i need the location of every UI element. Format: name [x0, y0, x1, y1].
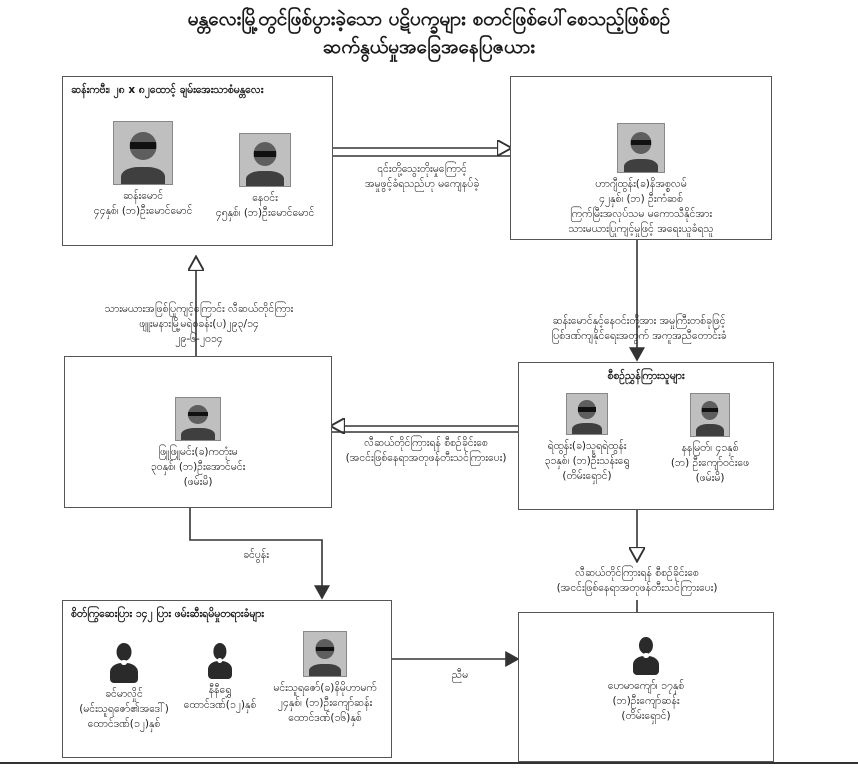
person-hajji-htun: ဟာဂျီထွန်း(ခ)နိအစ္စလမ် ၄၂နှစ်၊ (ဘ) ဦးကံဆ…	[511, 123, 771, 237]
person-ni-ni-shwe: နီနီရွှေ ထောင်ဒဏ်(၁၂)နှစ်	[177, 643, 263, 713]
diagram-title-line1: မန္တလေးမြို့တွင်ဖြစ်ပွားခဲ့သော ပဋိပက္ခမျ…	[187, 8, 671, 30]
person-khin-mar-hlaing: ခင်မာလှိုင် (မင်းသူရဇော်၏အဒေါ်) ထောင်ဒဏ်…	[69, 643, 179, 732]
connector-bottom-label: ညီမ	[451, 669, 469, 681]
person-min-thura-zaw: မင်းသူရဇော်(ခ)နိမိုဟာမက် ၂၄နှစ်၊ (ဘ)ဦးကျ…	[259, 631, 391, 726]
person-hay-mar-kyaw: ဟေမာကျော်၊ ၁၇နှစ် (ဘ)ဦးကျော်ဆန်း (တိမ်းရ…	[519, 637, 773, 724]
person-photo	[113, 121, 173, 185]
person-photo	[303, 631, 347, 677]
person-silhouette-icon	[205, 643, 235, 679]
connector-right-down-label: လီဆယ်တိုင်ကြားရန် စီစဉ်ခိုင်းစေ (အငင်းဖြ…	[556, 567, 718, 594]
person-photo	[690, 393, 730, 437]
connector-right-label: ဆန်းမောင်နှင့်နေဝင်းတို့အား အမှုကြီးတစ်ခ…	[551, 315, 727, 342]
connector-left-down-label: ခင်ပွန်း	[243, 549, 269, 561]
box-top-left-header: ဆန်းကဗီး၊ ၂၈ x ၈၂ထောင့် ချမ်းအေးသာစံမန္တ…	[71, 84, 264, 96]
person-san-maung: ဆန်းမောင် ၄၄နှစ်၊ (ဘ)ဦးမောင်မောင်	[83, 121, 203, 219]
person-silhouette-icon	[630, 637, 662, 675]
person-ne-win: နေဝင်း ၄၅နှစ်၊ (ဘ)ဦးမောင်မောင်	[199, 133, 331, 221]
box-top-left: ဆန်းကဗီး၊ ၂၈ x ၈၂ထောင့် ချမ်းအေးသာစံမန္တ…	[62, 76, 333, 246]
person-photo	[566, 393, 608, 435]
bottom-rule	[0, 762, 858, 764]
person-photo	[617, 123, 665, 173]
person-ye-htun: ရဲထွန်း(ခ)သူရရဲထွန်း ၃၁နှစ်၊ (ဘ)ဦးသန်းရွ…	[523, 393, 651, 484]
box-bottom-left: စိတ်ကြွဆေးပြား ၁၄၂ ပြား ဖမ်းဆီးရမိမှုတရာ…	[62, 600, 392, 758]
box-bottom-left-header: စိတ်ကြွဆေးပြား ၁၄၂ ပြား ဖမ်းဆီးရမိမှုတရာ…	[71, 608, 264, 620]
person-photo	[175, 397, 221, 441]
person-silhouette-icon	[107, 643, 141, 683]
box-mid-left: ဖြူဖြူမင်း(ခ)ကတုံးမ ၃၀နှစ်၊ (ဘ)ဦးအောင်မင…	[64, 356, 332, 508]
diagram-title-line2: ဆက်နွယ်မှုအခြေအနေပြဇယား	[322, 36, 536, 58]
person-phyu-phyu-min: ဖြူဖြူမင်း(ခ)ကတုံးမ ၃၀နှစ်၊ (ဘ)ဦးအောင်မင…	[65, 397, 331, 490]
person-detail: ၄၄နှစ်၊ (ဘ)ဦးမောင်မောင်	[93, 205, 193, 217]
connector-top-label: ၎င်းတို့သွေးတိုးမှုကြောင့် အမှုဖွင့်ခံရသ…	[364, 163, 480, 190]
person-nan-myat: နနမြတ်၊ ၄၁နှစ် (ဘ) ဦးကျော်ဝင်းဖေ (ဖမ်းမိ…	[649, 393, 771, 486]
person-name: ဆန်းမောင်	[122, 190, 164, 202]
box-mid-right: စီစဉ်ညွှန်ကြားသူများ ရဲထွန်း(ခ)သူရရဲထွန်…	[518, 362, 774, 510]
box-top-right: ဟာဂျီထွန်း(ခ)နိအစ္စလမ် ၄၂နှစ်၊ (ဘ) ဦးကံဆ…	[510, 76, 772, 240]
person-name: နေဝင်း	[252, 192, 278, 204]
person-photo	[239, 133, 291, 187]
box-bottom-right: ဟေမာကျော်၊ ၁၇နှစ် (ဘ)ဦးကျော်ဆန်း (တိမ်းရ…	[518, 612, 774, 762]
person-detail: ၄၅နှစ်၊ (ဘ)ဦးမောင်မောင်	[215, 207, 315, 219]
connector-left-down	[189, 508, 330, 600]
box-mid-right-header: စီစဉ်ညွှန်ကြားသူများ	[607, 370, 685, 382]
connector-middle-label: လီဆယ်တိုင်ကြားရန် စီစဉ်ခိုင်းစေ (အငင်းဖြ…	[345, 437, 507, 464]
connector-left-label: သားမယားအဖြစ်ပြုကျင့်ကြောင်း လီဆယ်တိုင်ကြ…	[104, 303, 294, 345]
